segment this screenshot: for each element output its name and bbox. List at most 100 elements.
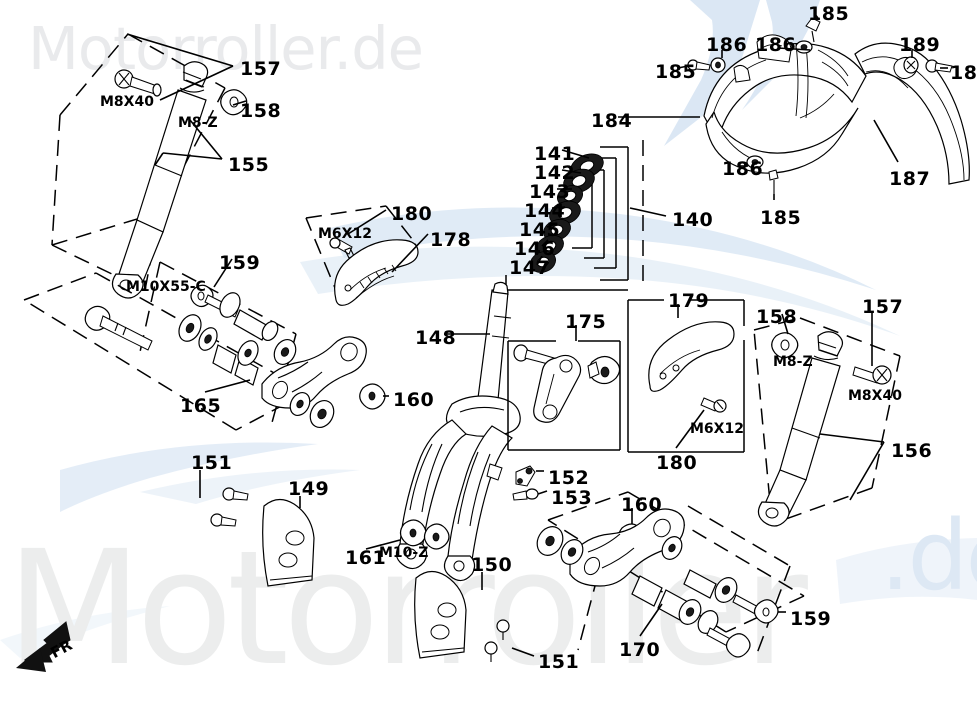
fastener-189 — [903, 56, 919, 74]
callout-185: 185 — [808, 3, 850, 25]
callout-156: 156 — [891, 440, 933, 462]
bolt-m8x40-left — [114, 69, 162, 97]
group-front-fender — [618, 12, 970, 200]
bushing-160-left — [359, 383, 386, 410]
swingarm-link-right-body — [569, 508, 685, 587]
callout-m8-z: M8-Z — [773, 354, 813, 370]
bolt-151-b — [210, 513, 237, 527]
callout-159: 159 — [790, 608, 832, 630]
callout-187: 187 — [889, 168, 931, 190]
bolt-151-a — [222, 487, 249, 501]
callout-170: 170 — [619, 639, 661, 661]
callout-158: 158 — [240, 100, 282, 122]
callout-157: 157 — [240, 58, 282, 80]
callout-143: 143 — [529, 181, 571, 203]
bushing-stack-right — [631, 569, 779, 658]
callout-140: 140 — [672, 209, 714, 231]
group-link-right — [536, 491, 805, 658]
callout-175: 175 — [565, 311, 607, 333]
callout-178: 178 — [430, 229, 472, 251]
callout-145: 145 — [519, 219, 561, 241]
bolt-151-d — [484, 641, 498, 662]
group-steering-bearings — [505, 140, 667, 291]
fork-steerer — [477, 281, 512, 401]
group-hose-guide-left — [305, 205, 429, 306]
callout-m10-z: M10-Z — [379, 545, 429, 561]
bolt-m10x55-c — [84, 305, 153, 351]
callout-180: 180 — [656, 452, 698, 474]
bolt-m6x12-left — [329, 237, 355, 259]
callout-184: 184 — [591, 110, 633, 132]
callout-161: 161 — [345, 547, 387, 569]
callout-155: 155 — [228, 154, 270, 176]
callout-186: 186 — [706, 34, 748, 56]
nut-m8-z-left — [220, 89, 248, 116]
fastener-188 — [925, 59, 953, 73]
link-bolt-175 — [513, 344, 555, 366]
fastener-186-left — [710, 57, 726, 73]
bracket-plate-149 — [262, 498, 315, 587]
fastener-185-left — [687, 59, 711, 71]
shock-absorber-right — [757, 331, 844, 527]
fork-leg-left — [395, 419, 467, 570]
callout-189: 189 — [899, 34, 941, 56]
group-brackets — [199, 470, 535, 662]
bushing-stack-left — [178, 292, 297, 386]
callout-149: 149 — [288, 478, 330, 500]
cable-clamp-152 — [515, 465, 536, 487]
bolt-m6x12-right — [700, 397, 727, 413]
callout-186: 186 — [722, 158, 764, 180]
group-clamp — [512, 465, 548, 501]
callout-146: 146 — [514, 238, 556, 260]
group-front-fork — [365, 281, 521, 582]
group-link-left — [23, 258, 389, 431]
group-shock-right — [753, 312, 901, 527]
group-hose-guide-right — [627, 299, 745, 453]
bolt-m8x40-right — [852, 365, 892, 385]
callout-152: 152 — [548, 467, 590, 489]
fastener-186-top — [795, 40, 813, 54]
callout-180: 180 — [391, 203, 433, 225]
steering-arm-175 — [533, 354, 582, 423]
callout-153: 153 — [551, 487, 593, 509]
hose-guide-178 — [334, 239, 419, 306]
fork-leg-right — [443, 425, 513, 582]
callout-158: 158 — [756, 306, 798, 328]
callout-185: 185 — [655, 61, 697, 83]
callout-185: 185 — [760, 207, 802, 229]
nut-m8-z-right — [771, 332, 799, 359]
callout-186: 186 — [755, 34, 797, 56]
bracket-plate-150 — [414, 570, 467, 659]
fastener-185-bottom — [768, 169, 779, 194]
orientation-arrow-fr — [16, 621, 71, 672]
callout-150: 150 — [471, 554, 513, 576]
nut-m10-z — [399, 519, 450, 550]
link-boss-175 — [587, 355, 621, 385]
callout-188: 188 — [950, 62, 977, 84]
callout-147: 147 — [509, 257, 551, 279]
callout-141: 141 — [534, 143, 576, 165]
callout-148: 148 — [415, 327, 457, 349]
group-steering-link — [507, 325, 621, 451]
fastener-185-top — [805, 17, 821, 43]
callout-165: 165 — [180, 395, 222, 417]
hose-guide-179 — [648, 321, 735, 392]
clamp-screw-153 — [512, 488, 539, 501]
nut-159-right — [753, 599, 779, 624]
shock-absorber-left — [111, 61, 209, 299]
callout-m6x12: M6X12 — [318, 226, 372, 242]
callout-157: 157 — [862, 296, 904, 318]
callout-142: 142 — [534, 162, 576, 184]
callout-m6x12: M6X12 — [690, 421, 744, 437]
callout-151: 151 — [191, 452, 233, 474]
bolt-151-c — [496, 619, 510, 640]
callout-160: 160 — [393, 389, 435, 411]
callout-m10x55-c: M10X55-C — [126, 279, 206, 295]
callout-m8x40: M8X40 — [100, 94, 154, 110]
callout-m8x40: M8X40 — [848, 388, 902, 404]
front-fender-184 — [703, 34, 867, 174]
fastener-186-bottom — [746, 155, 764, 169]
callout-179: 179 — [668, 290, 710, 312]
